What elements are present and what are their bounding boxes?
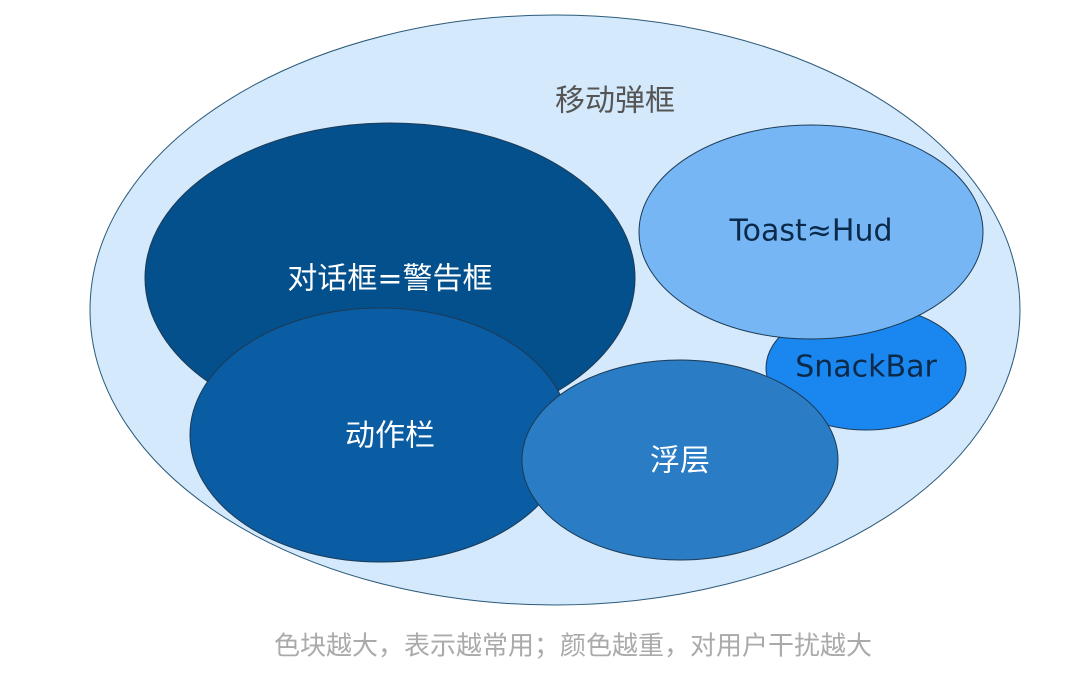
set-toast-label: Toast≈Hud (728, 214, 892, 249)
caption: 色块越大，表示越常用；颜色越重，对用户干扰越大 (274, 632, 872, 662)
set-action-bar-label: 动作栏 (345, 419, 435, 454)
set-floating-layer (521, 359, 839, 561)
set-toast (638, 124, 984, 340)
outer-set-title: 移动弹框 (555, 84, 675, 119)
set-snackbar-label: SnackBar (795, 350, 937, 385)
set-dialog-label: 对话框=警告框 (287, 262, 492, 297)
set-floating-layer-label: 浮层 (650, 444, 710, 479)
